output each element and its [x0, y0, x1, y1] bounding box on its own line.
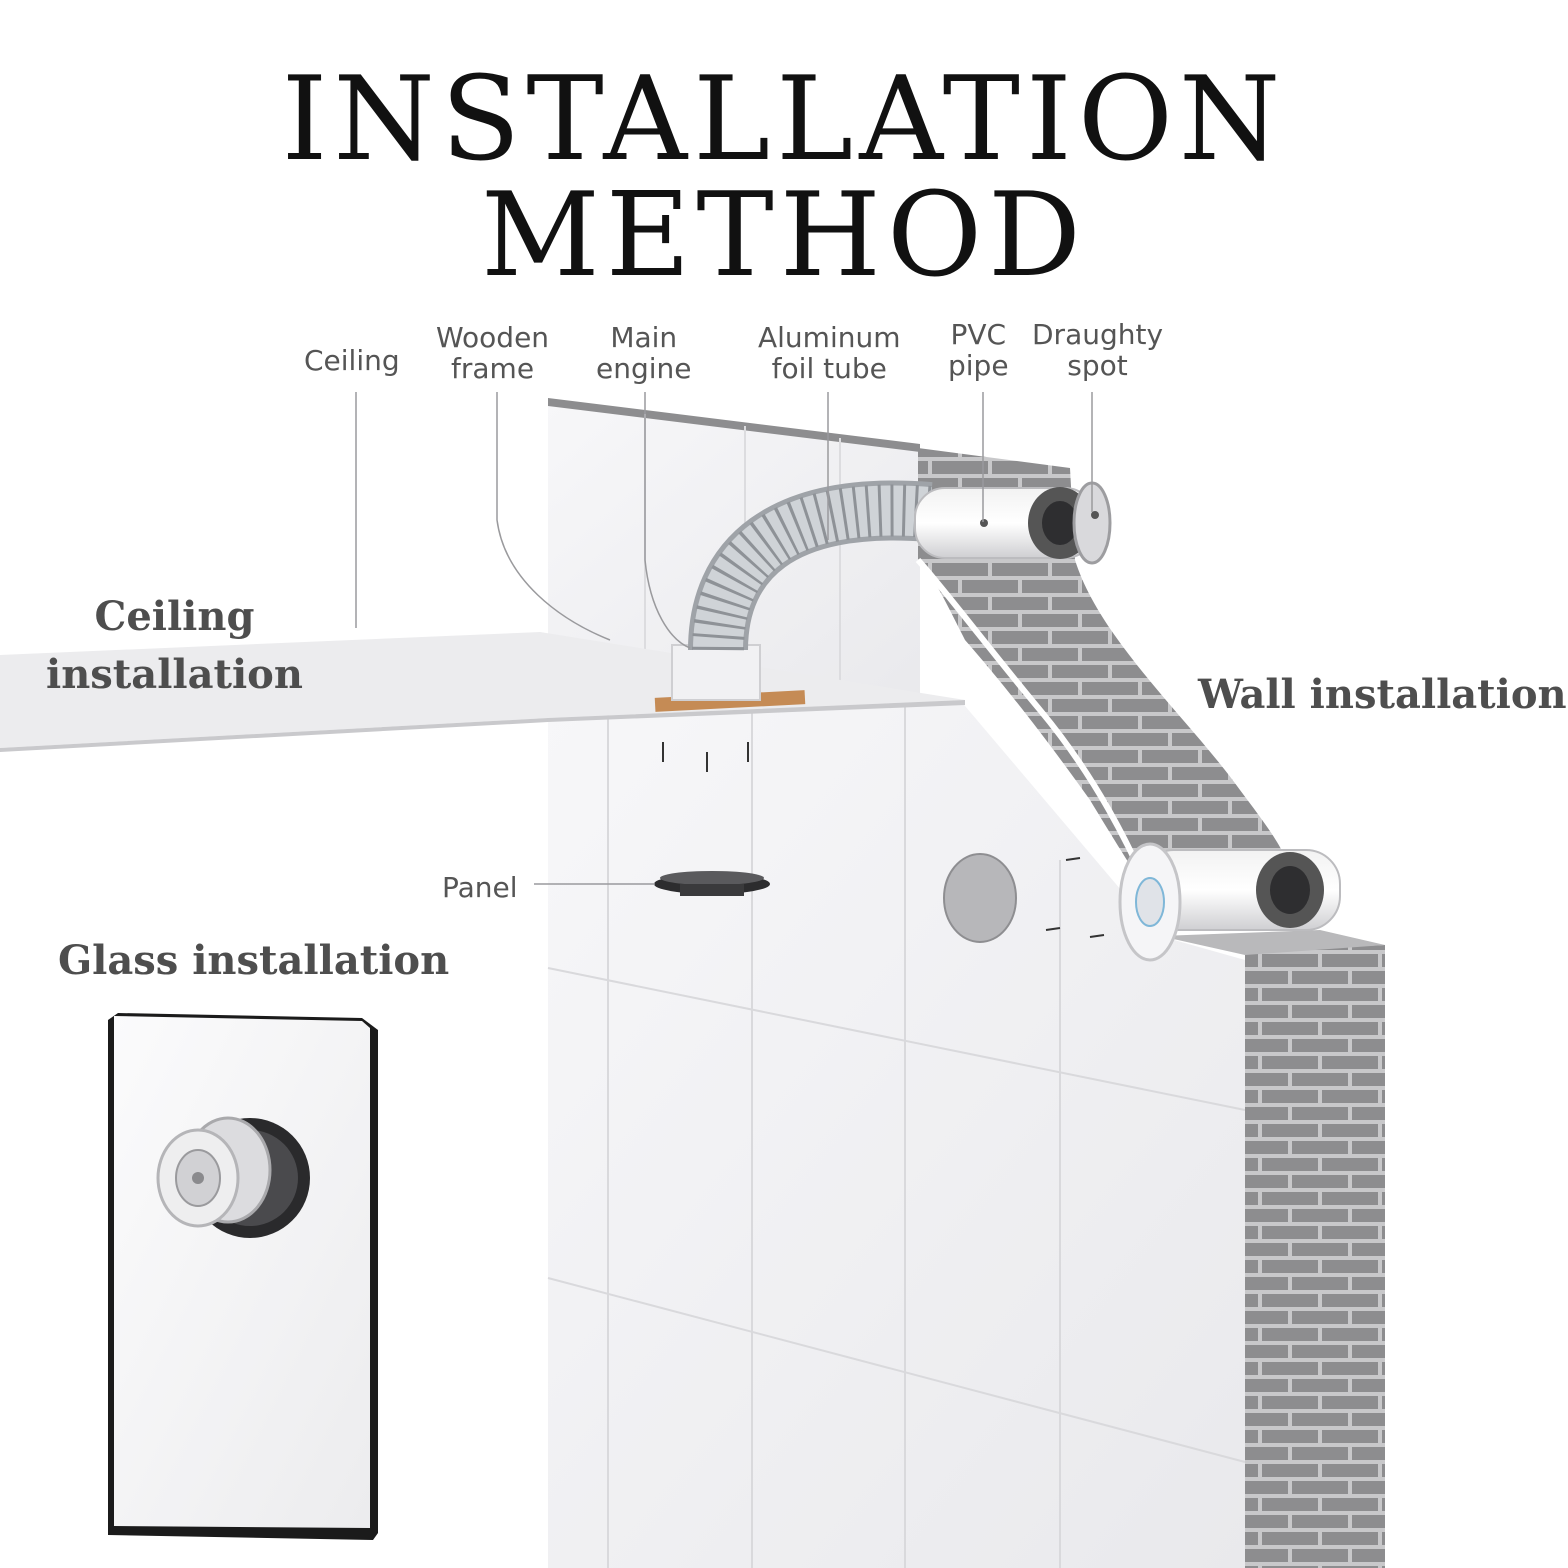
label-panel: Panel [442, 871, 518, 904]
label-ceiling: Ceiling [304, 344, 400, 377]
leader-lines [355, 392, 1093, 885]
ceiling-slab [0, 632, 965, 752]
main-engine [671, 644, 761, 701]
section-ceiling-installation: Ceiling installation [46, 593, 303, 698]
section-wall-installation: Wall installation [1198, 671, 1567, 718]
page-title: INSTALLATION METHOD [281, 52, 1287, 303]
brick-wall-right [1160, 930, 1385, 1568]
aluminum-foil-tube [688, 480, 933, 651]
section-glass-installation: Glass installation [58, 937, 450, 984]
pvc-pipe-lower [1118, 842, 1341, 962]
glass-pane [108, 1013, 378, 1540]
screws [662, 742, 1105, 938]
wall-vent-cover [943, 853, 1017, 943]
pvc-pipe-upper [914, 481, 1112, 565]
front-tile-wall [547, 700, 1246, 1568]
panel-part [654, 871, 770, 896]
